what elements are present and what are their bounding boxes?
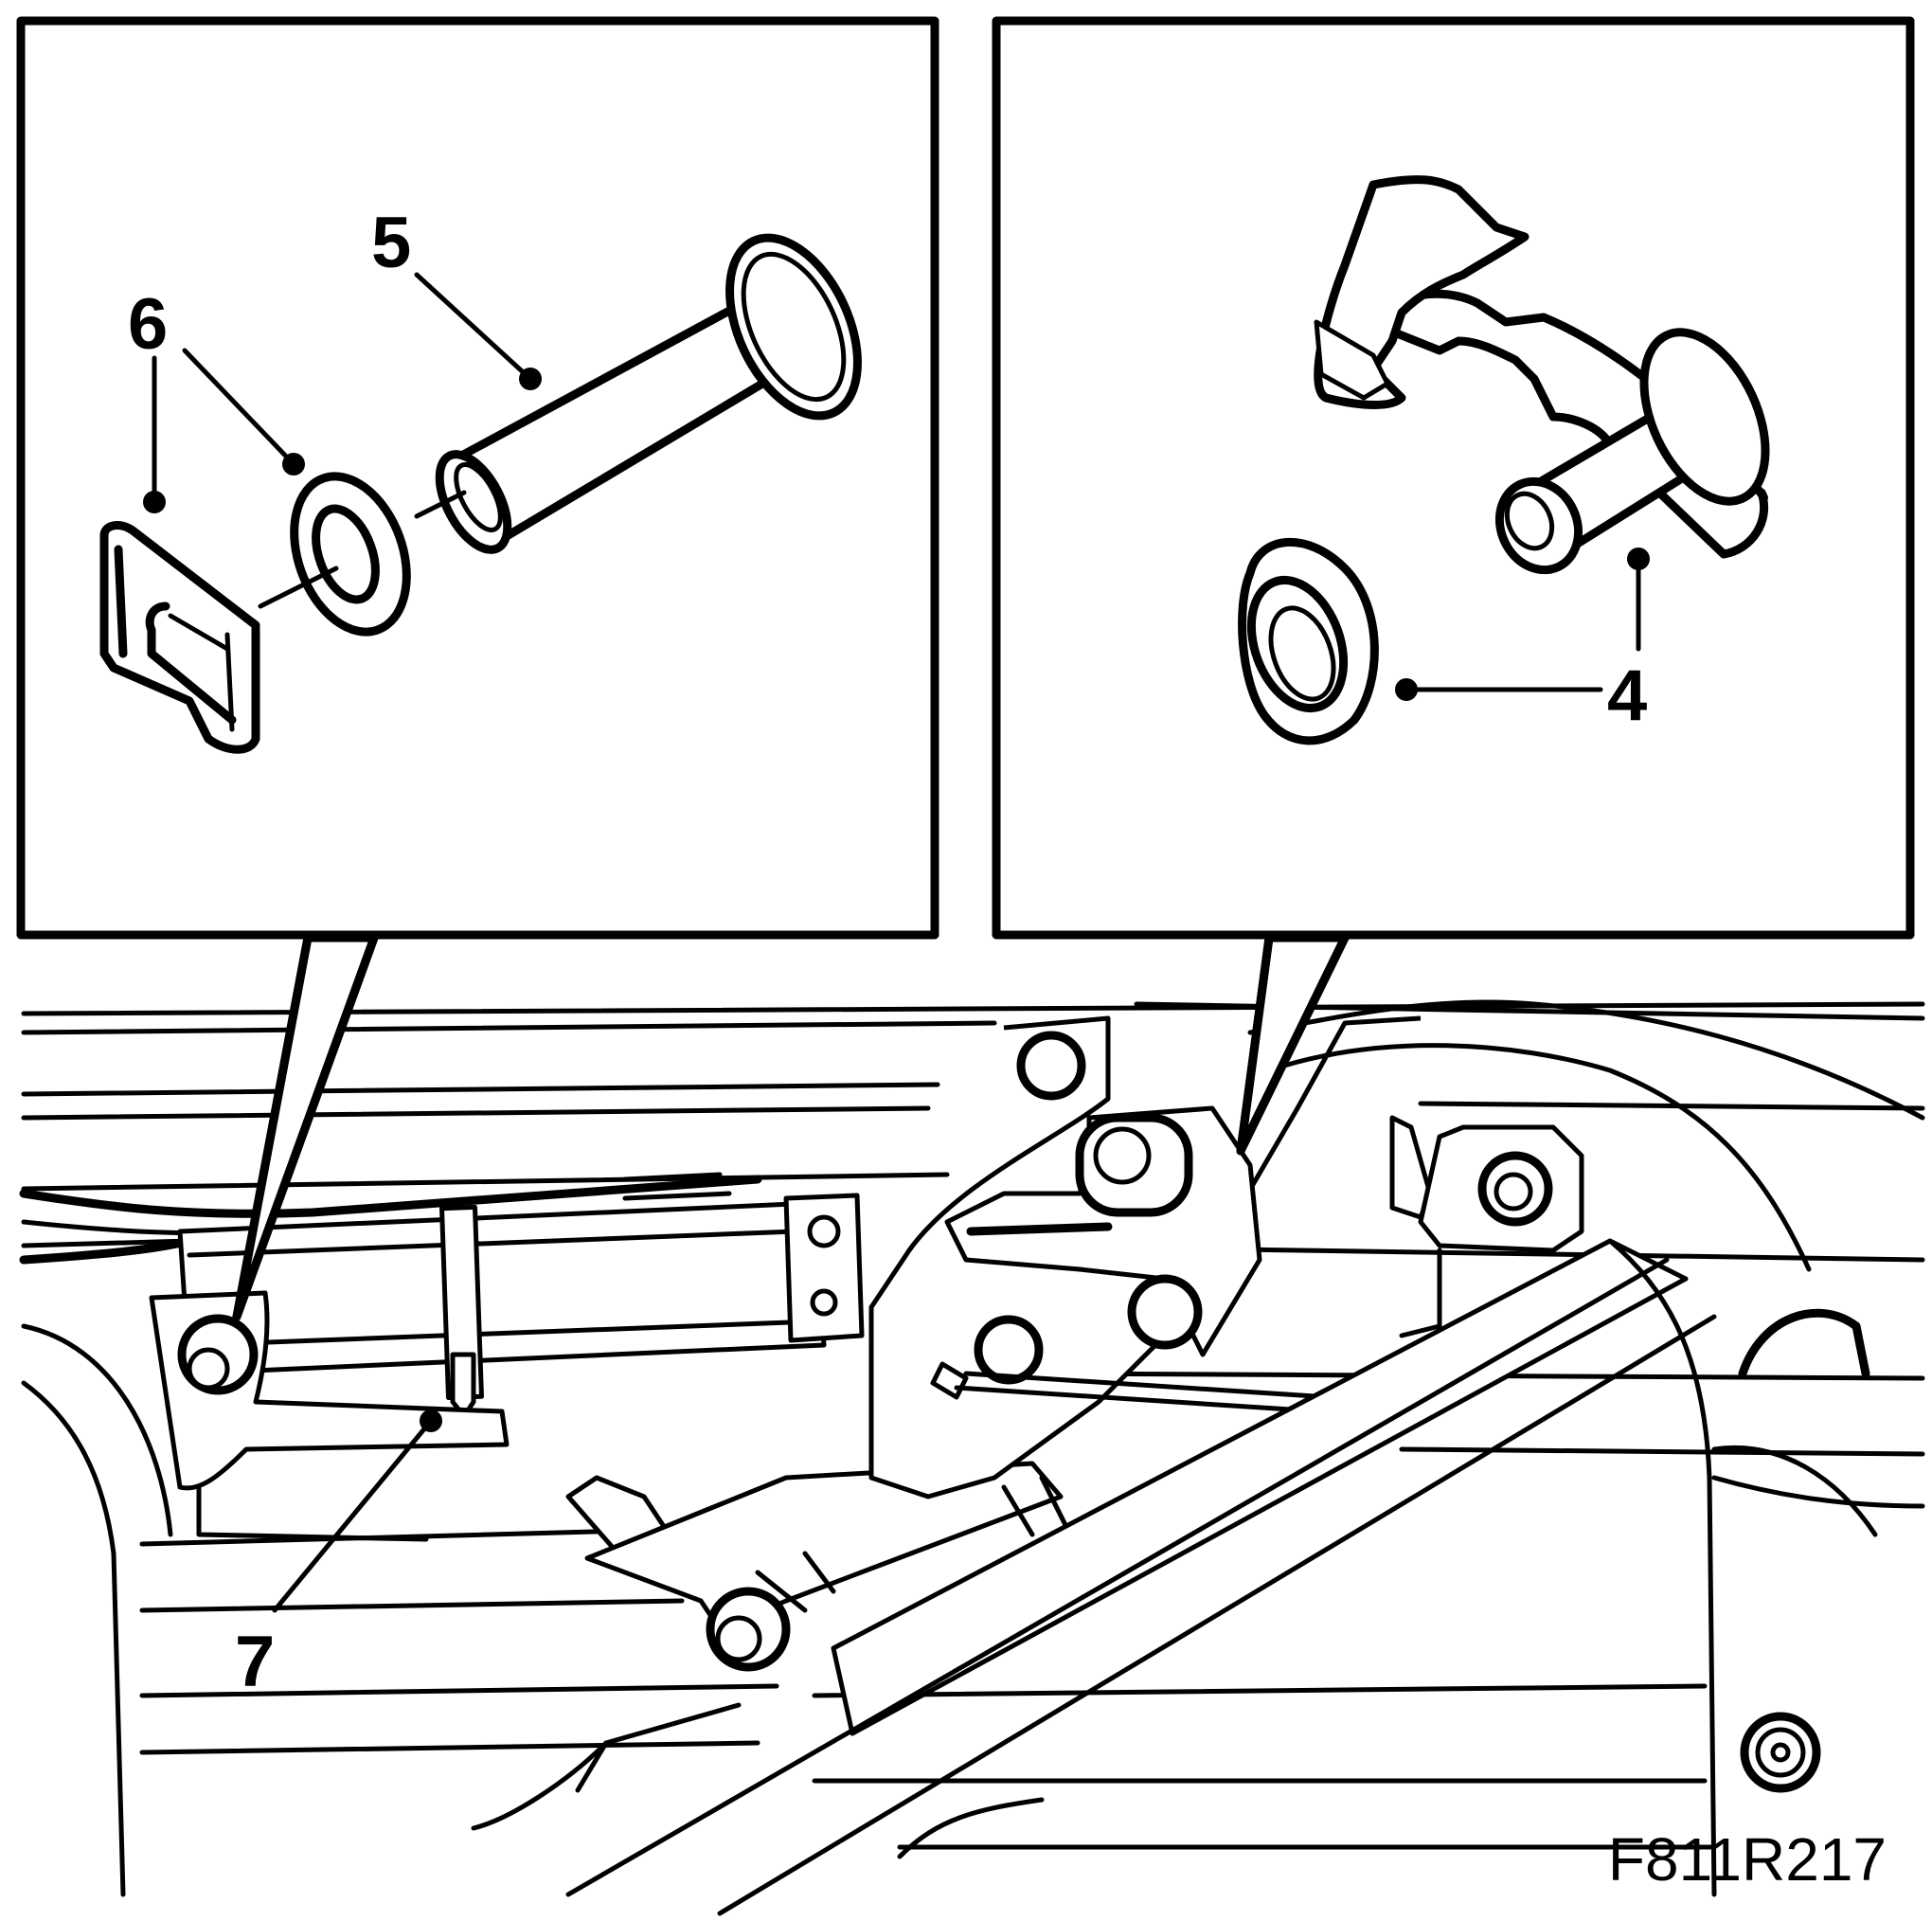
- hinge-arm: [1314, 175, 1770, 575]
- diagonal-beam: [565, 999, 1925, 1916]
- pivot-washer: [1238, 537, 1379, 745]
- right-inset-panel: 4: [992, 16, 1915, 940]
- washer: [290, 472, 411, 637]
- main-assembly-view: [19, 999, 1925, 1916]
- lock-clip: [99, 521, 260, 754]
- left-inset-pointer: [232, 933, 379, 1321]
- right-bracket: [1389, 1115, 1870, 1793]
- callout-label-4: 4: [1607, 655, 1647, 736]
- callout-7: 7: [235, 1409, 442, 1702]
- hinge-linkage: [565, 1015, 1422, 1672]
- figure-code: F811R217: [1608, 1825, 1887, 1894]
- left-inset-panel: 6 5: [16, 16, 939, 940]
- hinge-pin: [435, 233, 862, 554]
- callout-label-7: 7: [235, 1622, 275, 1702]
- callout-label-5: 5: [371, 203, 411, 283]
- callout-label-6: 6: [128, 284, 168, 365]
